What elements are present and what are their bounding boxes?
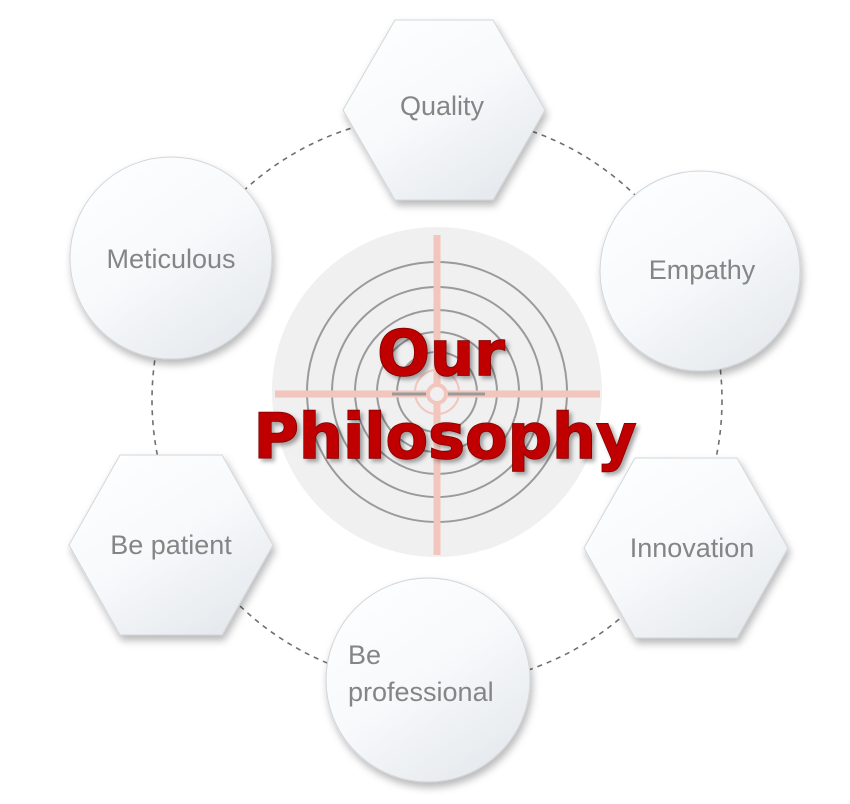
diagram-title: Our Philosophy bbox=[253, 316, 638, 474]
node-meticulous-label: Meticulous bbox=[106, 244, 235, 274]
node-innovation-label: Innovation bbox=[630, 533, 755, 563]
title-line-2: Philosophy bbox=[253, 400, 636, 473]
node-be-patient: Be patient bbox=[68, 454, 274, 636]
node-quality: Quality bbox=[342, 19, 546, 201]
crosshair-center-dot bbox=[426, 383, 448, 405]
node-empathy: Empathy bbox=[599, 170, 801, 372]
node-meticulous: Meticulous bbox=[69, 156, 273, 360]
node-be-professional-label-line-2: professional bbox=[348, 677, 494, 707]
node-be-patient-label: Be patient bbox=[110, 530, 232, 560]
node-innovation: Innovation bbox=[583, 457, 789, 639]
node-be-professional: Be professional bbox=[325, 577, 531, 783]
node-be-professional-label-line-1: Be bbox=[348, 640, 381, 670]
node-empathy-label: Empathy bbox=[649, 255, 756, 285]
title-line-1: Our bbox=[377, 317, 505, 390]
node-quality-label: Quality bbox=[400, 91, 485, 121]
target-graphic bbox=[272, 227, 602, 557]
